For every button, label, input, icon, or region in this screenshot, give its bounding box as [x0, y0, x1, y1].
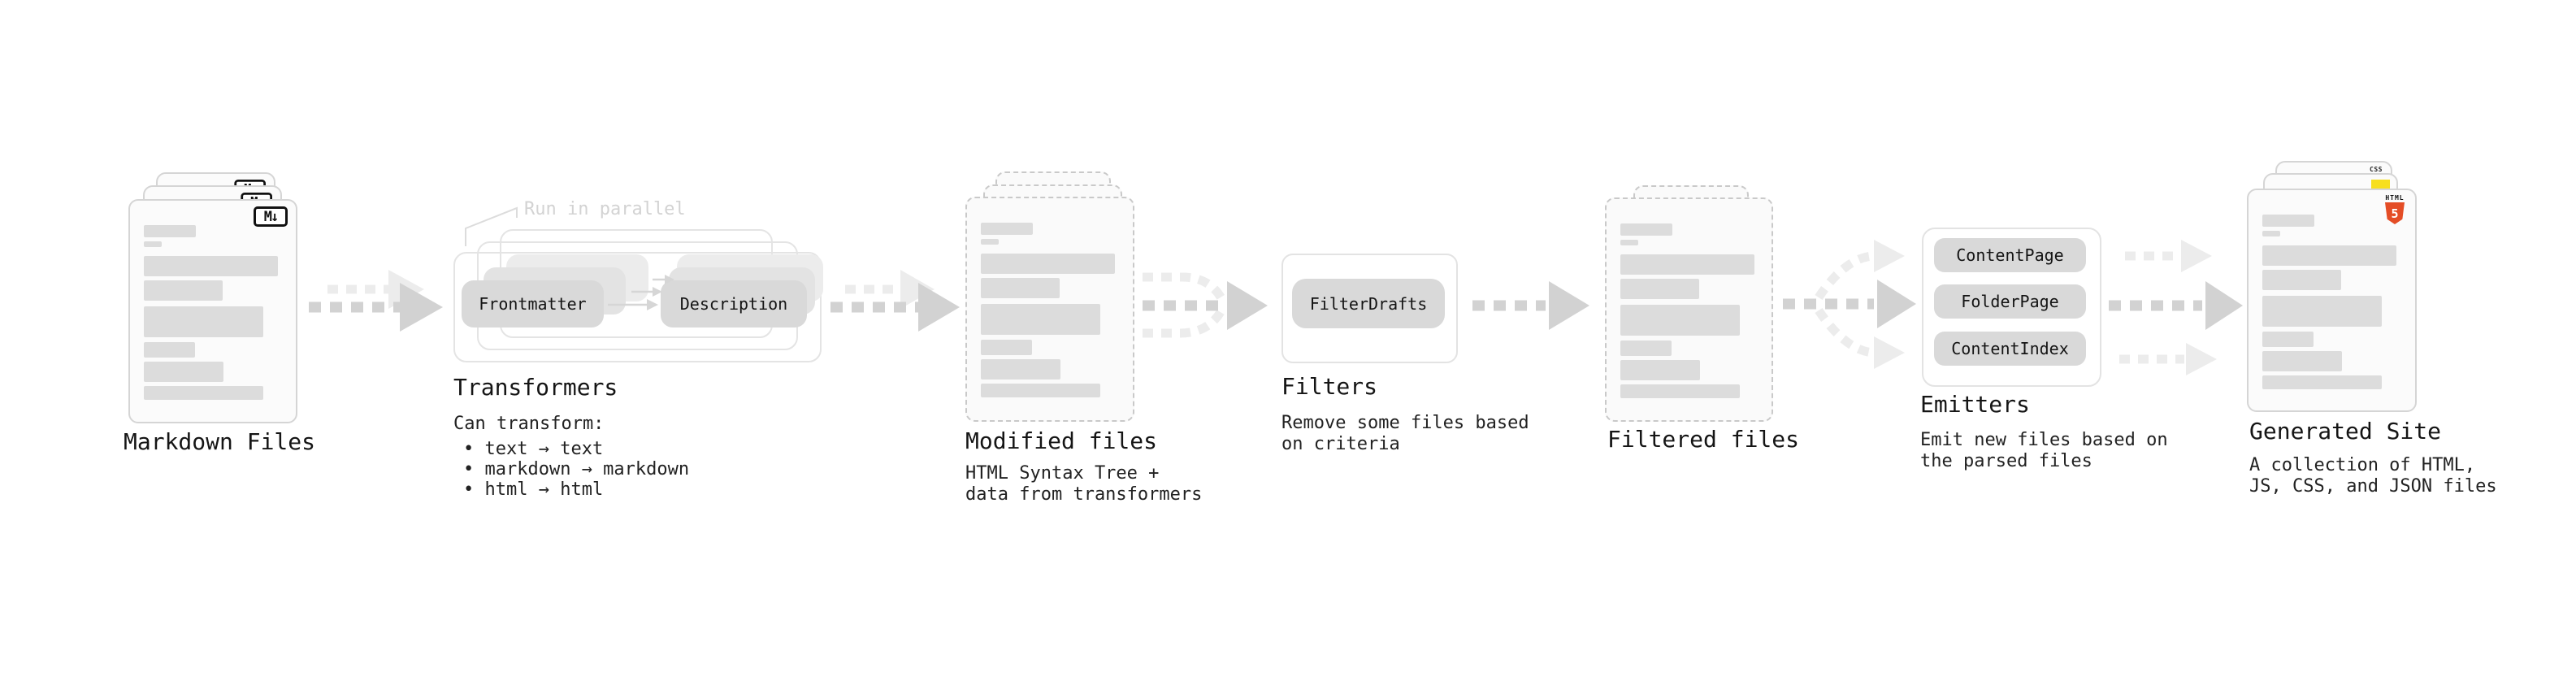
transformers-bullet: • markdown → markdown: [463, 459, 690, 479]
transformers-bullet: • html → html: [463, 479, 604, 500]
modified-file-card-front: [965, 197, 1134, 422]
arrow-modified-to-filters-converging: [1143, 272, 1268, 338]
emitter-node-contentindex: ContentIndex: [1934, 332, 2086, 366]
transformer-layer-front: [453, 252, 822, 362]
arrow-filtered-to-emitters-diverging: [1783, 240, 1916, 369]
modified-files-desc-line1: HTML Syntax Tree +: [965, 463, 1160, 484]
stage-label-filters: Filters: [1281, 373, 1378, 400]
arrow-transformers-to-modified: [830, 270, 960, 332]
transformer-node-frontmatter: Frontmatter: [462, 280, 604, 327]
run-in-parallel-annotation: Run in parallel: [524, 199, 686, 219]
emitters-desc-line1: Emit new files based on: [1920, 430, 2168, 450]
filter-node-filterdrafts: FilterDrafts: [1292, 279, 1445, 328]
stage-label-markdown-files: Markdown Files: [124, 428, 316, 455]
generated-site-desc-line2: JS, CSS, and JSON files: [2249, 476, 2497, 497]
markdown-icon: M↓: [254, 206, 288, 227]
arrow-markdown-to-transformers: [309, 270, 443, 332]
transformers-desc-heading: Can transform:: [453, 414, 605, 434]
filters-desc-line1: Remove some files based: [1281, 413, 1529, 433]
markdown-file-card-front: M↓: [128, 199, 297, 423]
emitter-node-folderpage: FolderPage: [1934, 284, 2086, 319]
filtered-file-card-front: [1605, 197, 1773, 422]
emitters-desc-line2: the parsed files: [1920, 451, 2092, 471]
stage-label-transformers: Transformers: [453, 374, 618, 401]
emitter-node-contentpage: ContentPage: [1934, 238, 2086, 272]
html5-icon: HTML 5: [2384, 194, 2405, 224]
stage-label-filtered-files: Filtered files: [1607, 426, 1800, 453]
stage-label-modified-files: Modified files: [965, 427, 1158, 454]
generated-site-desc-line1: A collection of HTML,: [2249, 455, 2476, 475]
filters-desc-line2: on criteria: [1281, 434, 1400, 454]
stage-label-generated-site: Generated Site: [2249, 418, 2442, 445]
arrow-emitters-to-generated: [2109, 240, 2243, 375]
modified-files-desc-line2: data from transformers: [965, 484, 1203, 505]
generated-file-card-html: HTML 5: [2247, 189, 2417, 412]
transformers-bullet: • text → text: [463, 439, 604, 459]
arrow-filters-to-filtered: [1472, 281, 1589, 330]
stage-label-emitters: Emitters: [1920, 391, 2030, 418]
transformer-node-description: Description: [661, 280, 807, 327]
